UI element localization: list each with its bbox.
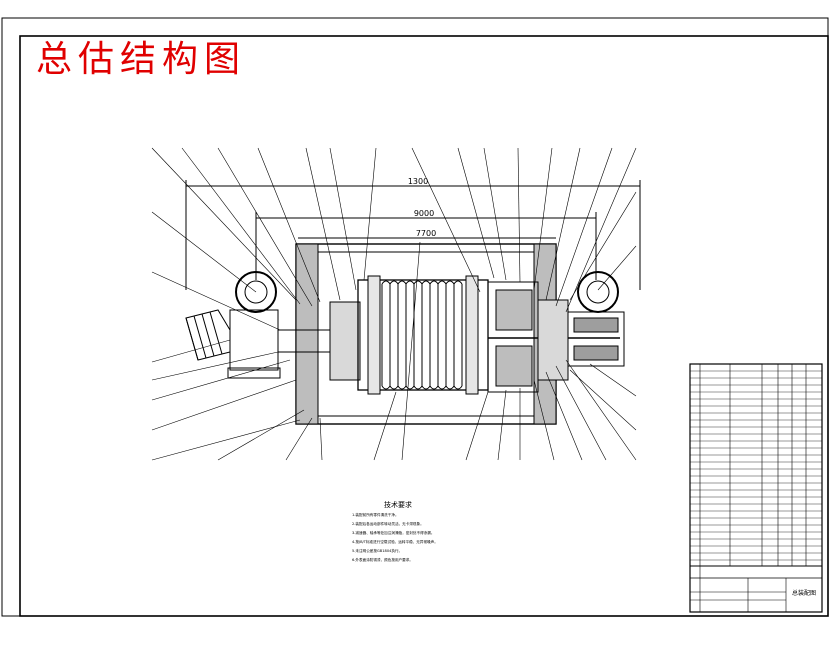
lifting-lug-left <box>235 271 277 313</box>
note-line: 3.减速器、轴承等处加注润滑脂，密封处不得渗漏。 <box>352 530 435 535</box>
drawing-title: 总估结构图 <box>36 39 247 80</box>
drum-corrugations <box>381 280 463 390</box>
assembly-view <box>151 147 641 461</box>
leader-lines <box>151 147 637 461</box>
note-line: 5.未注明公差按GB1804执行。 <box>352 548 402 553</box>
note-line: 2.装配后各运动部件转动灵活，无卡滞现象。 <box>352 521 424 526</box>
note-line: 1.装配前所有零件清洗干净。 <box>352 512 399 517</box>
note-line: 4.按JB/T标准进行空载试验，运转平稳、无异常噪声。 <box>352 539 438 544</box>
note-line: 6.外表面涂防锈漆，颜色按用户要求。 <box>352 557 413 562</box>
dimension-overall: 1300 <box>408 177 428 186</box>
inner-border <box>19 35 829 617</box>
parts-list <box>689 363 823 613</box>
lifting-lug-right <box>577 271 619 313</box>
coupling <box>567 311 625 367</box>
technical-notes: 技术要求 1.装配前所有零件清洗干净。 2.装配后各运动部件转动灵活，无卡滞现象… <box>352 500 438 562</box>
dimension-middle: 9000 <box>414 209 434 218</box>
outer-border <box>1 17 829 617</box>
left-bearing-hub <box>329 301 361 381</box>
dimension-drum: 7700 <box>416 229 436 238</box>
notes-title: 技术要求 <box>384 500 412 509</box>
title-block-name: 总装配图 <box>792 589 816 597</box>
